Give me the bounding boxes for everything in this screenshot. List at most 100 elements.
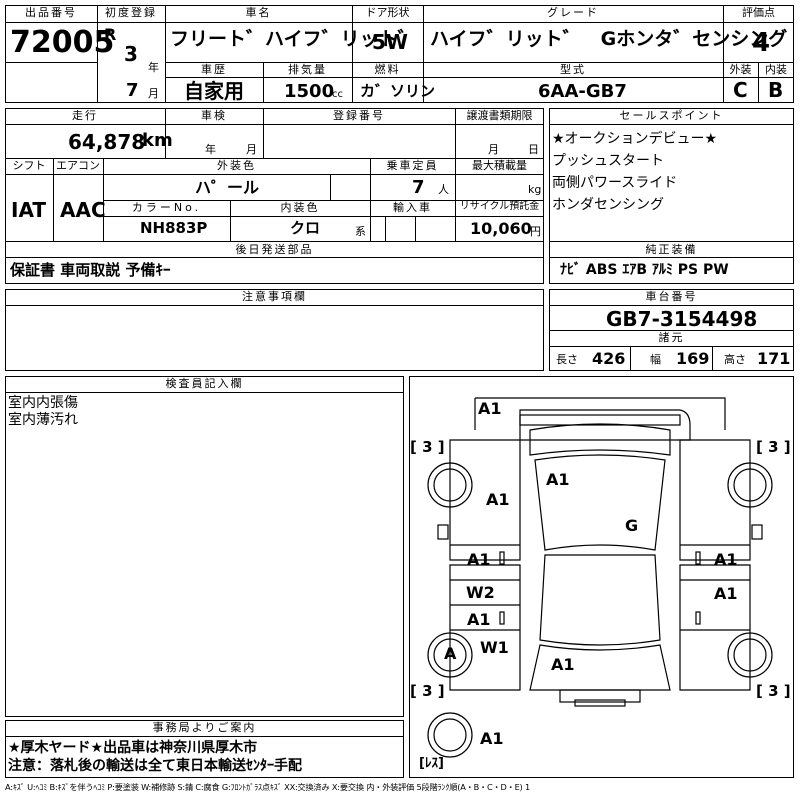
damage-diagram-block bbox=[409, 376, 794, 778]
inspector-block bbox=[5, 376, 404, 717]
mileage: 64,878 bbox=[68, 130, 146, 154]
spare-tire-mark: [ﾚｽ] bbox=[419, 756, 444, 771]
sales-point-block bbox=[549, 108, 794, 284]
door-type-label: ドア形状 bbox=[365, 6, 410, 19]
header-block bbox=[5, 5, 794, 103]
registration-month: 7 bbox=[126, 80, 139, 101]
month-unit: 月 bbox=[148, 87, 159, 100]
damage-mark-left-rear-door-w2: W2 bbox=[466, 583, 495, 602]
max-load-unit: kg bbox=[528, 183, 542, 196]
office-label: 事務局よりご案内 bbox=[152, 721, 257, 734]
lot-number: 72005 bbox=[10, 25, 115, 60]
damage-mark-left-rear-wheel: A bbox=[444, 644, 457, 663]
inspector-note-1: 室内内張傷 bbox=[8, 395, 78, 411]
registration-year: 3 bbox=[124, 42, 138, 66]
width-label: 幅 bbox=[650, 353, 661, 366]
damage-mark-windshield: G bbox=[625, 516, 639, 535]
grade-label: グレード bbox=[547, 6, 599, 19]
height: 171 bbox=[757, 349, 791, 368]
interior-color-suffix: 系 bbox=[355, 225, 366, 238]
later-parts: 保証書 車両取説 予備ｷｰ bbox=[10, 261, 171, 279]
history: 自家用 bbox=[184, 79, 244, 103]
damage-mark-front-bumper: A1 bbox=[478, 399, 502, 418]
first-registration-label: 初度登録 bbox=[105, 6, 157, 19]
recycle-fee-unit: 円 bbox=[530, 225, 541, 238]
cc-unit: cc bbox=[332, 89, 343, 100]
fuel: カ゛ソリン bbox=[360, 82, 436, 100]
damage-mark-right-front-door: A1 bbox=[714, 550, 738, 569]
lot-number-label: 出品番号 bbox=[25, 6, 77, 19]
interior-color: クロ bbox=[290, 219, 321, 237]
inspection-year-unit: 年 bbox=[205, 143, 216, 156]
sales-point-3: 両側パワースライド bbox=[552, 175, 678, 191]
damage-mark-left-fender: A1 bbox=[486, 490, 510, 509]
damage-mark-rear-bumper: A1 bbox=[480, 729, 504, 748]
overall-score: 4 bbox=[752, 28, 771, 58]
width: 169 bbox=[676, 349, 710, 368]
fuel-label: 燃料 bbox=[374, 63, 401, 76]
chassis-number: GB7-3154498 bbox=[606, 307, 758, 331]
history-label: 車歴 bbox=[201, 63, 227, 76]
damage-mark-left-front-door: A1 bbox=[467, 550, 491, 569]
interior-grade-label: 内装 bbox=[765, 63, 787, 76]
car-name-label: 車名 bbox=[245, 6, 272, 19]
model-label: 型式 bbox=[560, 63, 586, 76]
interior-grade: B bbox=[768, 78, 784, 102]
plate-label: 登録番号 bbox=[333, 109, 385, 122]
transfer-month-unit: 月 bbox=[488, 143, 499, 156]
tire-tread-rear-right: [ 3 ] bbox=[756, 682, 791, 700]
inspector-note-2: 室内薄汚れ bbox=[8, 412, 78, 428]
office-note-2: 注意：落札後の輸送は全て東日本輸送ｾﾝﾀｰ手配 bbox=[8, 758, 302, 774]
tire-tread-front-left: [ 3 ] bbox=[410, 438, 445, 456]
car-name: フリート゛ハイフ゛リット゛ bbox=[170, 28, 417, 50]
shift-label: シフト bbox=[12, 159, 46, 172]
exterior-color: ハ゜ール bbox=[195, 178, 260, 197]
sales-point-1: ★オークションデビュー★ bbox=[552, 131, 718, 147]
mileage-unit: km bbox=[142, 130, 173, 151]
length: 426 bbox=[592, 349, 626, 368]
ac-label: エアコン bbox=[56, 159, 100, 172]
sales-point-4: ホンダセンシング bbox=[552, 197, 664, 213]
sales-point-label: セールスポイント bbox=[619, 109, 724, 122]
exterior-grade-label: 外装 bbox=[729, 63, 752, 76]
mileage-label: 走行 bbox=[72, 109, 98, 122]
tire-tread-front-right: [ 3 ] bbox=[756, 438, 791, 456]
door-type: 5W bbox=[372, 30, 408, 54]
legend: A:ｷｽﾞ U:ﾍｺﾐ B:ｷｽﾞを伴うﾍｺﾐ P:要塗装 W:補修跡 S:錆 … bbox=[5, 782, 530, 792]
exterior-color-label: 外装色 bbox=[217, 159, 256, 172]
model-code: 6AA-GB7 bbox=[538, 81, 627, 102]
damage-mark-hood: A1 bbox=[546, 470, 570, 489]
sales-point-2: プッシュスタート bbox=[552, 153, 664, 169]
height-label: 高さ bbox=[724, 353, 746, 366]
inspection-label: 車検 bbox=[201, 109, 227, 122]
damage-mark-roof-rear: A1 bbox=[551, 655, 575, 674]
vehicle-detail-block bbox=[5, 108, 544, 284]
color-number-label: カラーNo. bbox=[131, 201, 202, 214]
length-label: 長さ bbox=[556, 353, 578, 366]
notes-block bbox=[5, 289, 544, 371]
transfer-deadline-label: 譲渡書類期限 bbox=[466, 109, 533, 122]
transfer-day-unit: 日 bbox=[528, 143, 539, 156]
tire-tread-rear-left: [ 3 ] bbox=[410, 682, 445, 700]
shift: IAT bbox=[11, 198, 47, 222]
recycle-label: リサイクル預託金 bbox=[459, 201, 540, 212]
equipment-label: 純正装備 bbox=[645, 243, 698, 256]
capacity-unit: 人 bbox=[438, 183, 449, 196]
max-load-label: 最大積載量 bbox=[472, 159, 527, 172]
exterior-grade: C bbox=[733, 78, 748, 102]
displacement-label: 排気量 bbox=[288, 63, 327, 76]
grade: ハイフ゛リット゛ Gホンタ゛センシング bbox=[430, 28, 788, 50]
chassis-label: 車台番号 bbox=[645, 290, 698, 303]
ac: AAC bbox=[60, 198, 106, 222]
displacement: 1500 bbox=[284, 81, 335, 102]
equipment: ﾅﾋﾞ ABS ｴｱB ｱﾙﾐ PS PW bbox=[560, 262, 729, 278]
notes-label: 注意事項欄 bbox=[242, 290, 307, 303]
spec-label: 諸元 bbox=[658, 331, 685, 344]
damage-mark-right-rear-door: A1 bbox=[714, 584, 738, 603]
office-note-1: ★厚木ヤード★出品車は神奈川県厚木市 bbox=[8, 740, 258, 756]
recycle-fee: 10,060 bbox=[470, 219, 532, 238]
inspection-month-unit: 月 bbox=[246, 143, 257, 156]
capacity-label: 乗車定員 bbox=[386, 159, 439, 172]
office-block bbox=[5, 720, 404, 778]
